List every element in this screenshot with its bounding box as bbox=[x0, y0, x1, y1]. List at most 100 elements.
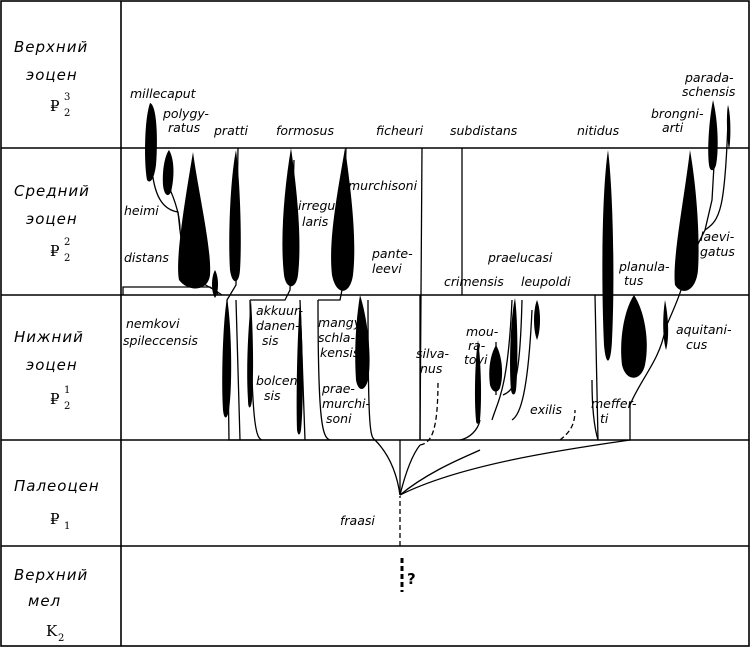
period-name: Палеоцен bbox=[14, 477, 100, 495]
label-mouratovi-3: tovi bbox=[464, 352, 488, 367]
label-ficheuri: ficheuri bbox=[376, 123, 424, 138]
shape-aquitanicus bbox=[663, 300, 669, 350]
label-mangyschlakensis-1: mangy- bbox=[318, 315, 366, 330]
shape-bolcensis bbox=[296, 300, 303, 435]
period-name: Средний bbox=[14, 182, 90, 200]
label-bolcensis-2: sis bbox=[264, 388, 281, 403]
shape-pratti bbox=[229, 150, 241, 282]
label-paradaschensis-2: schensis bbox=[682, 84, 736, 99]
period-index: ₽ bbox=[50, 510, 60, 528]
shape-spileccensis bbox=[212, 270, 218, 298]
period-index-sub: 2 bbox=[64, 253, 70, 264]
label-aquitanicus-2: cus bbox=[686, 337, 708, 352]
period-index-sup: 2 bbox=[64, 237, 70, 248]
period-upper-eocene: Верхний эоцен ₽ 3 2 bbox=[14, 38, 88, 119]
label-praemurchisoni-3: soni bbox=[326, 411, 352, 426]
label-mangyschlakensis-3: kensis bbox=[320, 345, 360, 360]
period-index: ₽ bbox=[50, 97, 60, 115]
label-praemurchisoni-2: murchi- bbox=[322, 396, 371, 411]
label-nitidus: nitidus bbox=[577, 123, 620, 138]
label-paradaschensis-1: parada- bbox=[684, 70, 734, 85]
label-question: ? bbox=[407, 570, 416, 588]
period-index-sup: 1 bbox=[64, 385, 70, 396]
period-middle-eocene: Средний эоцен ₽ 2 2 bbox=[14, 182, 90, 264]
label-akkuurdanensis-1: akkuur- bbox=[256, 303, 303, 318]
label-crimensis: crimensis bbox=[444, 274, 504, 289]
period-index-sup: 3 bbox=[64, 92, 70, 103]
label-spileccensis: spileccensis bbox=[123, 333, 198, 348]
shape-mouratovi-left bbox=[474, 340, 482, 424]
period-name-2: эоцен bbox=[26, 66, 78, 84]
period-name-2: мел bbox=[28, 592, 61, 610]
label-irregularis-2: laris bbox=[302, 214, 329, 229]
shape-formosus bbox=[282, 148, 300, 287]
period-index: ₽ bbox=[50, 390, 60, 408]
label-mefferti-1: meffer- bbox=[591, 396, 637, 411]
label-nemkovi: nemkovi bbox=[126, 316, 180, 331]
shape-leupoldi bbox=[534, 300, 540, 340]
shape-paradaschensis bbox=[726, 105, 731, 150]
label-laevigatus-2: gatus bbox=[700, 244, 735, 259]
shape-nemkovi bbox=[222, 298, 232, 418]
period-index-sub: 1 bbox=[64, 521, 70, 532]
label-akkuurdanensis-3: sis bbox=[262, 333, 279, 348]
label-akkuurdanensis-2: danen- bbox=[256, 318, 300, 333]
shape-nitidus bbox=[602, 150, 614, 361]
period-index: ₽ bbox=[50, 242, 60, 260]
label-planulatus-2: tus bbox=[624, 273, 644, 288]
label-praemurchisoni-1: prae- bbox=[321, 381, 355, 396]
label-murchisoni: murchisoni bbox=[348, 178, 418, 193]
lineage-shapes bbox=[145, 100, 731, 435]
period-name: Нижний bbox=[14, 328, 84, 346]
shape-polygyratus bbox=[162, 150, 174, 196]
shape-mangyschlakensis bbox=[355, 295, 370, 389]
label-polygyratus-1: polygy- bbox=[162, 106, 209, 121]
period-lower-eocene: Нижний эоцен ₽ 1 2 bbox=[14, 328, 84, 412]
label-brongniarti-1: brongni- bbox=[651, 106, 704, 121]
shape-murchisoni bbox=[331, 148, 355, 291]
label-polygyratus-2: ratus bbox=[168, 120, 201, 135]
shape-mouratovi bbox=[489, 345, 503, 392]
shape-laevigatus bbox=[674, 150, 699, 291]
label-subdistans: subdistans bbox=[450, 123, 518, 138]
shape-millecaput bbox=[145, 103, 157, 182]
label-formosus: formosus bbox=[276, 123, 334, 138]
period-name: Верхний bbox=[14, 38, 88, 56]
period-name-2: эоцен bbox=[26, 356, 78, 374]
label-praelucasi: praelucasi bbox=[487, 250, 553, 265]
label-pratti: pratti bbox=[213, 123, 249, 138]
label-panteleevi-2: leevi bbox=[372, 261, 402, 276]
label-silvanus-2: nus bbox=[420, 361, 443, 376]
period-paleocene: Палеоцен ₽ 1 bbox=[14, 477, 100, 532]
label-millecaput: millecaput bbox=[130, 86, 197, 101]
label-leupoldi: leupoldi bbox=[521, 274, 571, 289]
label-laevigatus-1: laevi- bbox=[700, 229, 735, 244]
label-heimi: heimi bbox=[124, 203, 159, 218]
period-index-sub: 2 bbox=[58, 633, 64, 644]
species-labels: millecaput polygy- ratus pratti formosus… bbox=[123, 70, 736, 588]
shape-distans bbox=[178, 152, 211, 289]
label-planulatus-1: planula- bbox=[618, 259, 670, 274]
label-exilis: exilis bbox=[530, 402, 563, 417]
label-bolcensis-1: bolcen- bbox=[256, 373, 303, 388]
label-silvanus-1: silva- bbox=[416, 346, 450, 361]
label-panteleevi-1: pante- bbox=[371, 246, 413, 261]
period-name-2: эоцен bbox=[26, 210, 78, 228]
label-mouratovi-2: ra- bbox=[468, 338, 486, 353]
period-index: K bbox=[46, 622, 58, 640]
label-distans: distans bbox=[124, 250, 169, 265]
label-mangyschlakensis-2: schla- bbox=[318, 330, 355, 345]
label-brongniarti-2: arti bbox=[662, 120, 684, 135]
label-mefferti-2: ti bbox=[600, 411, 609, 426]
period-upper-cretaceous: Верхний мел K 2 bbox=[14, 566, 88, 644]
shape-planulatus bbox=[621, 295, 647, 378]
label-fraasi: fraasi bbox=[340, 513, 375, 528]
shape-akkuurdanensis bbox=[247, 300, 254, 408]
shape-brongniarti bbox=[708, 100, 718, 171]
period-name: Верхний bbox=[14, 566, 88, 584]
label-mouratovi-1: mou- bbox=[466, 324, 499, 339]
period-index-sub: 2 bbox=[64, 401, 70, 412]
label-aquitanicus-1: aquitani- bbox=[676, 322, 732, 337]
